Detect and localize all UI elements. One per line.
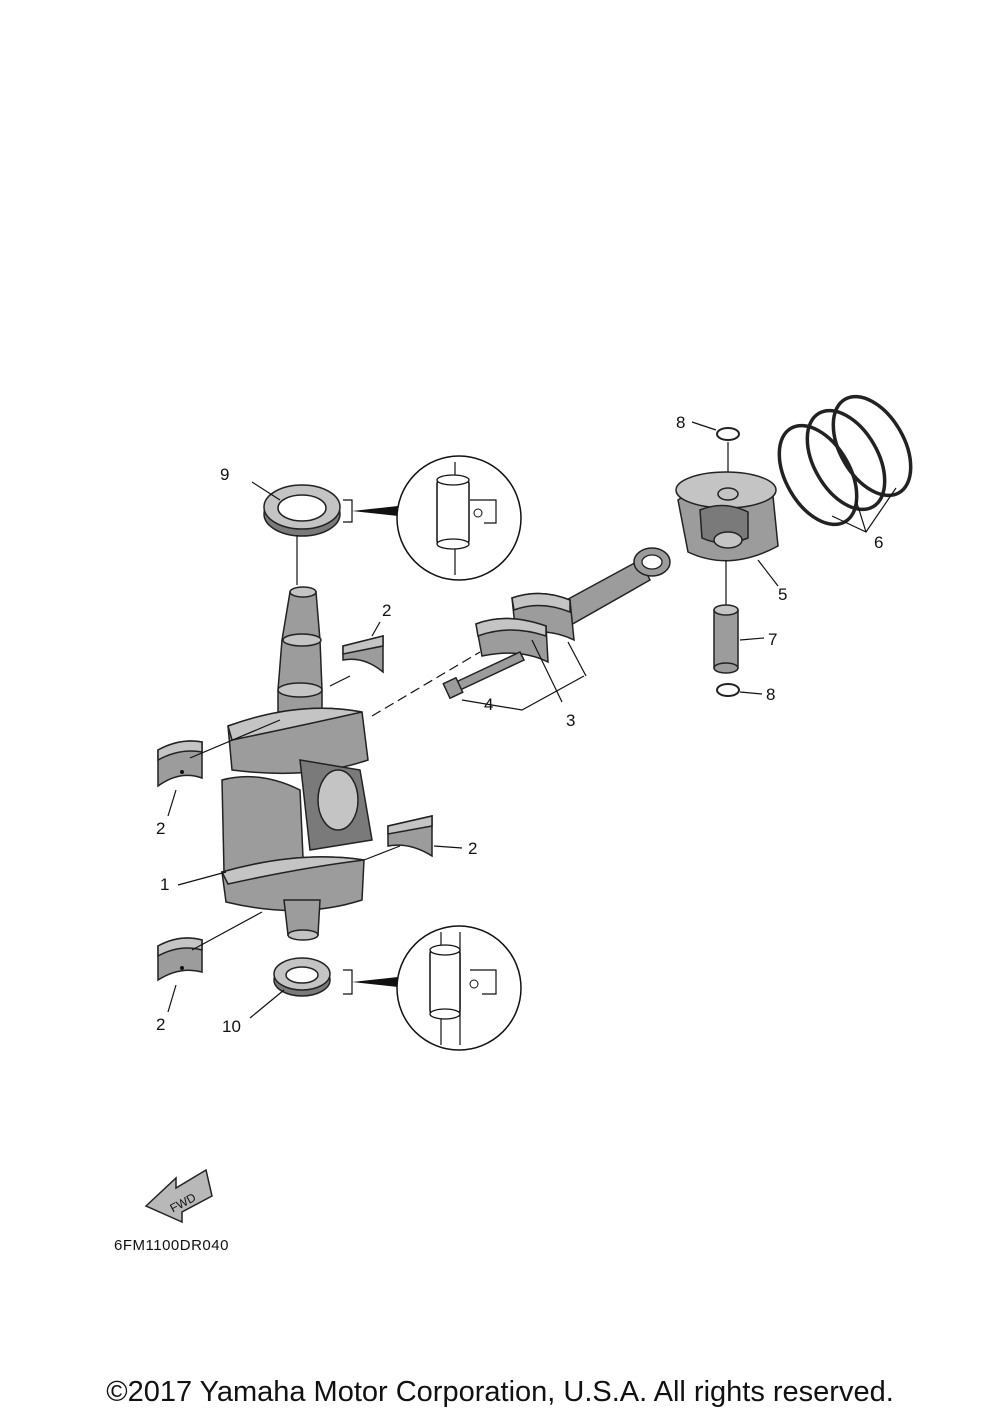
callout-8: 8 [676, 413, 685, 432]
callout-5: 5 [778, 585, 787, 604]
callout-10: 10 [222, 1017, 241, 1036]
leader-line [191, 911, 263, 951]
leader-line [251, 481, 281, 501]
leader-line [249, 989, 285, 1019]
leader-line [567, 641, 587, 677]
piston-clip-bottom[interactable] [716, 683, 740, 697]
callout-4: 4 [484, 695, 493, 714]
leader-line [433, 845, 463, 849]
leader-line [739, 637, 765, 641]
piston-pin[interactable] [713, 604, 739, 674]
callout-3: 3 [566, 711, 575, 730]
leader-line [757, 559, 779, 587]
main-bearing-3[interactable] [387, 815, 433, 858]
main-bearing-4[interactable] [157, 937, 203, 982]
leader-line [855, 499, 867, 533]
drawing-code: 6FM1100DR040 [114, 1237, 229, 1254]
leader-line [691, 421, 717, 431]
leader-line [177, 871, 227, 886]
assembly-line [371, 651, 481, 717]
leader-line [189, 719, 281, 759]
callout-7: 7 [768, 630, 777, 649]
leader-line [363, 845, 401, 861]
callout-1: 1 [160, 875, 169, 894]
detail-pointer-bottom [343, 969, 398, 995]
piston-ring-set[interactable] [763, 383, 926, 538]
detail-pointer-top [343, 499, 398, 523]
callout-9: 9 [220, 465, 229, 484]
callout-6: 6 [874, 533, 883, 552]
main-bearing-1[interactable] [342, 635, 384, 674]
callout-2: 2 [382, 601, 391, 620]
callout-2: 2 [156, 819, 165, 838]
leader-line [531, 639, 563, 703]
crankshaft[interactable] [220, 586, 373, 941]
grease-detail-circle-top [396, 455, 522, 581]
main-bearing-2[interactable] [157, 740, 203, 788]
callout-2: 2 [156, 1015, 165, 1034]
leader-bracket [461, 675, 585, 711]
leader-line [371, 621, 381, 637]
callout-8: 8 [766, 685, 775, 704]
piston-clip-top[interactable] [716, 427, 740, 441]
piston[interactable] [675, 471, 779, 562]
callout-2: 2 [468, 839, 477, 858]
connecting-rod[interactable] [475, 547, 671, 664]
leader-line [329, 675, 351, 687]
grease-detail-circle-bottom [396, 925, 522, 1051]
connecting-rod-bolt[interactable] [442, 651, 526, 700]
copyright-notice: ©2017 Yamaha Motor Corporation, U.S.A. A… [106, 1376, 894, 1408]
leader-line [167, 789, 177, 817]
leader-line [739, 691, 763, 695]
leader-line [167, 984, 177, 1013]
forward-direction-arrow: FWD [144, 1168, 213, 1224]
oil-seal-bottom[interactable] [273, 957, 331, 997]
oil-seal-top[interactable] [263, 484, 341, 537]
